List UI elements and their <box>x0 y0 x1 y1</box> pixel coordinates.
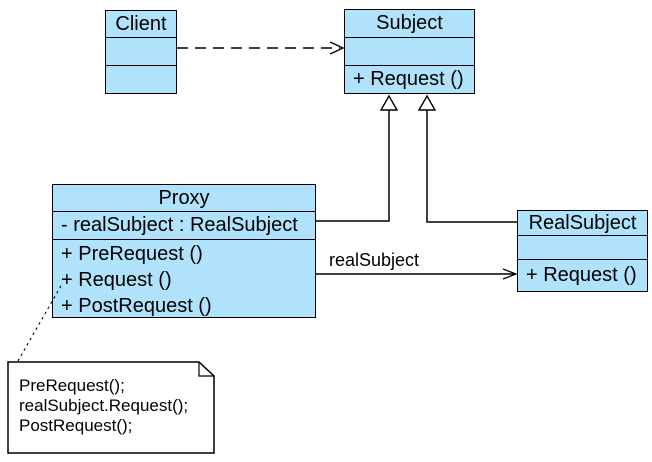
generalization-realsubject-subject <box>417 94 517 223</box>
class-title-client: Client <box>115 12 167 35</box>
realsubject-method-request: + Request () <box>518 259 647 290</box>
proxy-methods-compartment: + PreRequest () + Request () + PostReque… <box>53 239 315 316</box>
class-box-subject: Subject + Request () <box>344 9 475 94</box>
class-box-realsubject: RealSubject + Request () <box>517 210 648 292</box>
realsubject-attributes-compartment <box>518 235 647 259</box>
subject-method-request: + Request () <box>345 65 474 92</box>
proxy-method-request: + Request () <box>61 269 172 291</box>
note-line-postrequest: PostRequest(); <box>19 416 133 435</box>
client-methods-compartment <box>106 65 176 92</box>
dependency-arrow-client-subject <box>177 41 345 55</box>
proxy-method-postrequest: + PostRequest () <box>61 295 212 316</box>
client-attributes-compartment <box>106 37 176 65</box>
class-box-proxy: Proxy - realSubject : RealSubject + PreR… <box>52 184 316 318</box>
note-box: PreRequest(); realSubject.Request(); Pos… <box>7 361 215 454</box>
note-line-realsubject-request: realSubject.Request(); <box>19 396 189 415</box>
proxy-method-prerequest: + PreRequest () <box>61 243 203 265</box>
note-outline <box>7 361 215 454</box>
class-title-subject: Subject <box>376 12 443 34</box>
class-title-realsubject: RealSubject <box>528 211 637 234</box>
class-box-client: Client <box>105 10 177 94</box>
association-label-realsubject: realSubject <box>329 250 420 270</box>
class-title-proxy: Proxy <box>158 186 210 209</box>
note-line-prerequest: PreRequest(); <box>19 376 125 395</box>
subject-attributes-compartment <box>345 37 474 65</box>
proxy-attribute-realsubject: - realSubject : RealSubject <box>53 211 315 239</box>
note-text: PreRequest(); realSubject.Request(); Pos… <box>19 376 188 436</box>
generalization-proxy-subject <box>316 94 399 222</box>
